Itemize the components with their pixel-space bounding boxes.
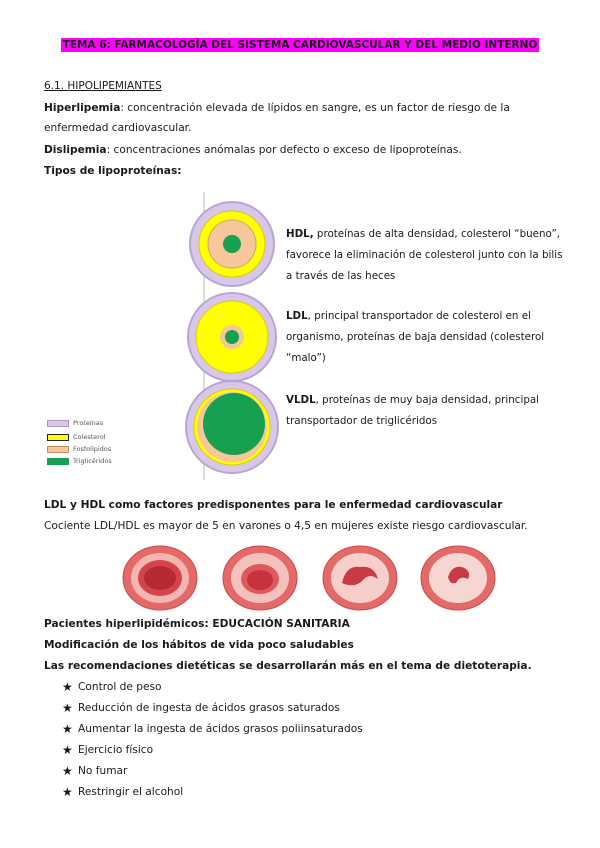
legend-label: Fosfolípidos — [73, 445, 112, 453]
modificacion-heading: Modificación de los hábitos de vida poco… — [44, 635, 560, 655]
tipos-heading-text: Tipos de lipoproteínas: — [44, 165, 182, 177]
artery-normal-icon — [122, 545, 198, 611]
hdl-particle-icon — [189, 201, 275, 287]
ldl-particle-icon — [187, 292, 277, 382]
recommendations-list: ★ Control de peso ★ Reducción de ingesta d… — [62, 677, 363, 803]
legend-swatch — [47, 457, 69, 465]
dislipemia-term: Dislipemia — [44, 144, 107, 156]
tipos-heading: Tipos de lipoproteínas: — [44, 161, 560, 181]
modificacion-text: Modificación de los hábitos de vida poco… — [44, 639, 354, 651]
artery-early-plaque-icon — [222, 545, 298, 611]
pacientes-heading: Pacientes hiperlipidémicos: EDUCACIÓN SA… — [44, 614, 560, 634]
star-icon: ★ — [62, 680, 73, 694]
hdl-label: HDL, — [286, 228, 314, 240]
section-heading: 6.1. HIPOLIPEMIANTES — [44, 80, 162, 92]
cociente-text: Cociente LDL/HDL es mayor de 5 en varone… — [44, 520, 528, 532]
dislipemia-definition: Dislipemia: concentraciones anómalas por… — [44, 140, 560, 160]
list-item-text: Reducción de ingesta de ácidos grasos sa… — [78, 702, 340, 714]
hdl-description: HDL, proteínas de alta densidad, coleste… — [286, 224, 566, 287]
list-item: ★ Restringir el alcohol — [62, 782, 363, 803]
ldl-hdl-heading: LDL y HDL como factores predisponentes p… — [44, 495, 560, 515]
legend-fosfolipidos: Fosfolípidos — [47, 444, 111, 454]
list-item: ★ Control de peso — [62, 677, 363, 698]
star-icon: ★ — [62, 701, 73, 715]
list-item-text: Ejercicio físico — [78, 744, 154, 756]
hdl-text: proteínas de alta densidad, colesterol “… — [286, 228, 563, 282]
list-item-text: Restringir el alcohol — [78, 786, 184, 798]
list-item: ★ Ejercicio físico — [62, 740, 363, 761]
list-item-text: Control de peso — [78, 681, 162, 693]
hiperlipemia-text: : concentración elevada de lípidos en sa… — [44, 102, 510, 134]
artery-plaque-icon — [322, 545, 398, 611]
legend-swatch — [47, 419, 69, 427]
document-title: TEMA 6: FARMACOLOGÍA DEL SISTEMA CARDIOV… — [0, 38, 600, 52]
vldl-particle-icon — [185, 380, 279, 474]
legend-label: Proteínas — [73, 419, 104, 427]
vldl-label: VLDL — [286, 394, 316, 406]
ldl-text: , principal transportador de colesterol … — [286, 310, 545, 364]
list-item: ★ Reducción de ingesta de ácidos grasos s… — [62, 698, 363, 719]
title-text: TEMA 6: FARMACOLOGÍA DEL SISTEMA CARDIOV… — [60, 38, 540, 52]
legend-label: Triglicéridos — [73, 457, 112, 465]
star-icon: ★ — [62, 764, 73, 778]
ldl-description: LDL, principal transportador de colester… — [286, 306, 566, 369]
recomendaciones-text: Las recomendaciones dietéticas se desarr… — [44, 660, 532, 672]
legend-trigliceridos: Triglicéridos — [47, 456, 112, 466]
list-item-text: No fumar — [78, 765, 128, 777]
hiperlipemia-term: Hiperlipemia — [44, 102, 121, 114]
legend-proteinas: Proteínas — [47, 418, 103, 428]
star-icon: ★ — [62, 722, 73, 736]
pacientes-text: Pacientes hiperlipidémicos: EDUCACIÓN SA… — [44, 618, 350, 630]
vldl-text: , proteínas de muy baja densidad, princi… — [286, 394, 540, 427]
legend-swatch — [47, 445, 69, 453]
artery-occluded-icon — [420, 545, 496, 611]
legend-label: Colesterol — [73, 433, 106, 441]
vldl-description: VLDL, proteínas de muy baja densidad, pr… — [286, 390, 566, 432]
lipoprotein-diagram — [185, 192, 279, 480]
legend-swatch — [47, 433, 69, 441]
list-item-text: Aumentar la ingesta de ácidos grasos pol… — [78, 723, 363, 735]
legend-colesterol: Colesterol — [47, 432, 106, 442]
star-icon: ★ — [62, 785, 73, 799]
ldl-label: LDL — [286, 310, 308, 322]
list-item: ★ Aumentar la ingesta de ácidos grasos po… — [62, 719, 363, 740]
star-icon: ★ — [62, 743, 73, 757]
ldl-hdl-heading-text: LDL y HDL como factores predisponentes p… — [44, 499, 503, 511]
recomendaciones-heading: Las recomendaciones dietéticas se desarr… — [44, 656, 560, 676]
dislipemia-text: : concentraciones anómalas por defecto o… — [106, 144, 462, 156]
hiperlipemia-definition: Hiperlipemia: concentración elevada de l… — [44, 98, 560, 138]
list-item: ★ No fumar — [62, 761, 363, 782]
